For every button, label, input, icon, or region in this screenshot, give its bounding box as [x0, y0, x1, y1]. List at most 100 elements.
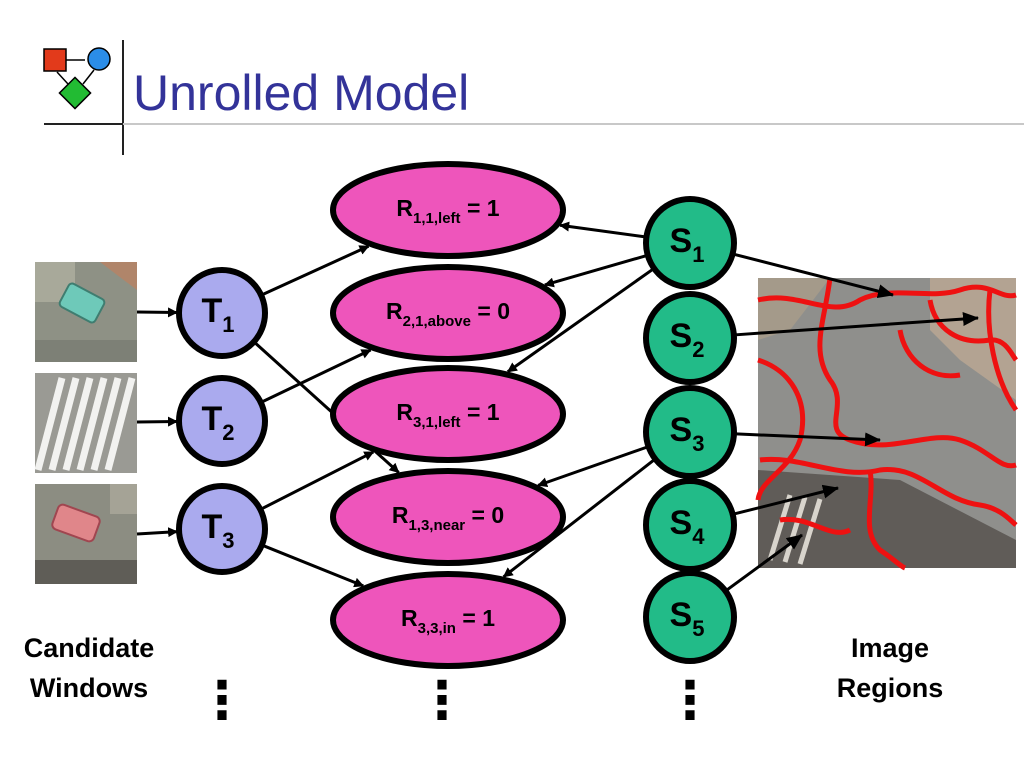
node-s1: S1	[643, 196, 737, 290]
node-t2: T2	[176, 375, 268, 467]
node-s5-label: S5	[670, 596, 705, 641]
node-s2-label: S2	[670, 317, 705, 362]
node-r2-label-value: = 0	[471, 298, 510, 324]
node-r2: R2,1,above = 0	[330, 264, 566, 362]
slide-header: Unrolled Model	[43, 40, 1024, 155]
node-s4-label: S4	[670, 504, 706, 549]
node-s4-label-subscript: 4	[692, 524, 705, 549]
candidate-windows-label-line1: Candidate	[24, 633, 155, 663]
edge-s1-to-img1	[734, 252, 894, 299]
node-s2: S2	[643, 291, 737, 385]
edge-s3-to-img3	[735, 432, 881, 447]
segments-ellipsis: ⋮	[664, 672, 716, 730]
window-thumbnail-teal-car	[35, 262, 137, 362]
node-s3: S3	[643, 385, 737, 479]
window-thumbnail-crosswalk	[34, 373, 137, 473]
node-r1-label-subscript: 1,1,left	[413, 210, 461, 227]
node-s1-label-subscript: 1	[692, 242, 704, 267]
image-regions-picture	[755, 277, 1019, 571]
node-s5-label-base: S	[670, 596, 693, 634]
candidate-windows-label-line2: Windows	[30, 673, 148, 703]
node-t1-label-subscript: 1	[222, 312, 234, 337]
node-r2-ellipse	[330, 264, 566, 362]
node-r5-label-base: R	[401, 605, 418, 631]
relations-ellipsis: ⋮	[416, 672, 468, 730]
node-t1-circle	[176, 267, 268, 359]
node-s5-circle	[643, 570, 737, 664]
node-r2-label: R2,1,above = 0	[386, 298, 510, 330]
node-t3-label: T3	[201, 508, 234, 553]
node-s5: S5	[643, 570, 737, 664]
node-r1: R1,1,left = 1	[330, 161, 566, 259]
node-r4-label-base: R	[392, 502, 409, 528]
window-thumbnail-red-car	[35, 484, 137, 584]
node-s3-label: S3	[670, 411, 705, 456]
node-r1-label-value: = 1	[461, 195, 500, 221]
node-r3-label: R3,1,left = 1	[396, 399, 499, 431]
node-t3: T3	[176, 483, 268, 575]
flowchart-shapes-icon	[43, 47, 111, 110]
edge-s3-to-r4	[537, 445, 648, 488]
edge-s1-to-r3	[506, 268, 654, 373]
node-t3-circle	[176, 483, 268, 575]
edge-s1-to-r1	[559, 221, 645, 239]
node-r3-label-base: R	[396, 399, 413, 425]
node-s4: S4	[643, 478, 737, 572]
image-regions-label-line2: Regions	[837, 673, 944, 703]
node-r3-label-subscript: 3,1,left	[413, 414, 461, 431]
image-regions-label: Image Regions	[837, 633, 944, 703]
node-t1-label-base: T	[201, 292, 222, 330]
node-r3-ellipse	[330, 365, 566, 463]
node-s2-label-base: S	[670, 317, 693, 355]
node-r5-label-value: = 1	[456, 605, 495, 631]
node-s4-circle	[643, 478, 737, 572]
node-t2-label-subscript: 2	[222, 420, 234, 445]
candidate-windows	[34, 262, 137, 584]
edge-t1-to-r1	[262, 244, 370, 296]
edges-layer	[136, 221, 979, 592]
node-s2-circle	[643, 291, 737, 385]
node-s2-label-subscript: 2	[692, 337, 704, 362]
node-s3-circle	[643, 385, 737, 479]
node-s4-label-base: S	[670, 504, 693, 542]
candidate-windows-label: Candidate Windows	[24, 633, 155, 703]
node-r2-label-base: R	[386, 298, 403, 324]
node-s3-label-subscript: 3	[692, 431, 704, 456]
node-t2-label-base: T	[201, 400, 222, 438]
edge-t3-to-r3	[261, 450, 375, 510]
node-s1-label-base: S	[670, 222, 693, 260]
image-regions-label-line1: Image	[851, 633, 929, 663]
node-t1: T1	[176, 267, 268, 359]
node-r4-label-value: = 0	[465, 502, 504, 528]
edge-t2-to-r2	[261, 348, 372, 403]
node-r3-label-value: = 1	[461, 399, 500, 425]
node-r1-label: R1,1,left = 1	[396, 195, 499, 227]
node-t3-label-subscript: 3	[222, 528, 234, 553]
edge-w3-to-t3	[136, 527, 179, 538]
edge-t3-to-r5	[263, 544, 365, 588]
node-r1-ellipse	[330, 161, 566, 259]
edge-s1-to-r2	[543, 254, 647, 288]
node-r5: R3,3,in = 1	[330, 571, 566, 669]
node-s5-label-subscript: 5	[692, 616, 704, 641]
node-r5-label: R3,3,in = 1	[401, 605, 495, 637]
node-s1-label: S1	[670, 222, 705, 267]
windows-ellipsis: ⋮	[196, 672, 248, 730]
node-s3-label-base: S	[670, 411, 693, 449]
node-r4-label: R1,3,near = 0	[392, 502, 504, 534]
node-t3-label-base: T	[201, 508, 222, 546]
node-r1-label-base: R	[396, 195, 413, 221]
node-r3: R3,1,left = 1	[330, 365, 566, 463]
edge-s5-to-img5	[726, 533, 803, 592]
node-r2-label-subscript: 2,1,above	[403, 313, 471, 330]
node-t2-label: T2	[201, 400, 234, 445]
node-r4-label-subscript: 1,3,near	[408, 517, 465, 534]
node-t1-label: T1	[201, 292, 234, 337]
node-s1-circle	[643, 196, 737, 290]
edge-s4-to-img4	[734, 484, 839, 516]
edge-s3-to-r5	[502, 459, 655, 578]
node-r5-label-subscript: 3,3,in	[418, 620, 456, 637]
node-t2-circle	[176, 375, 268, 467]
